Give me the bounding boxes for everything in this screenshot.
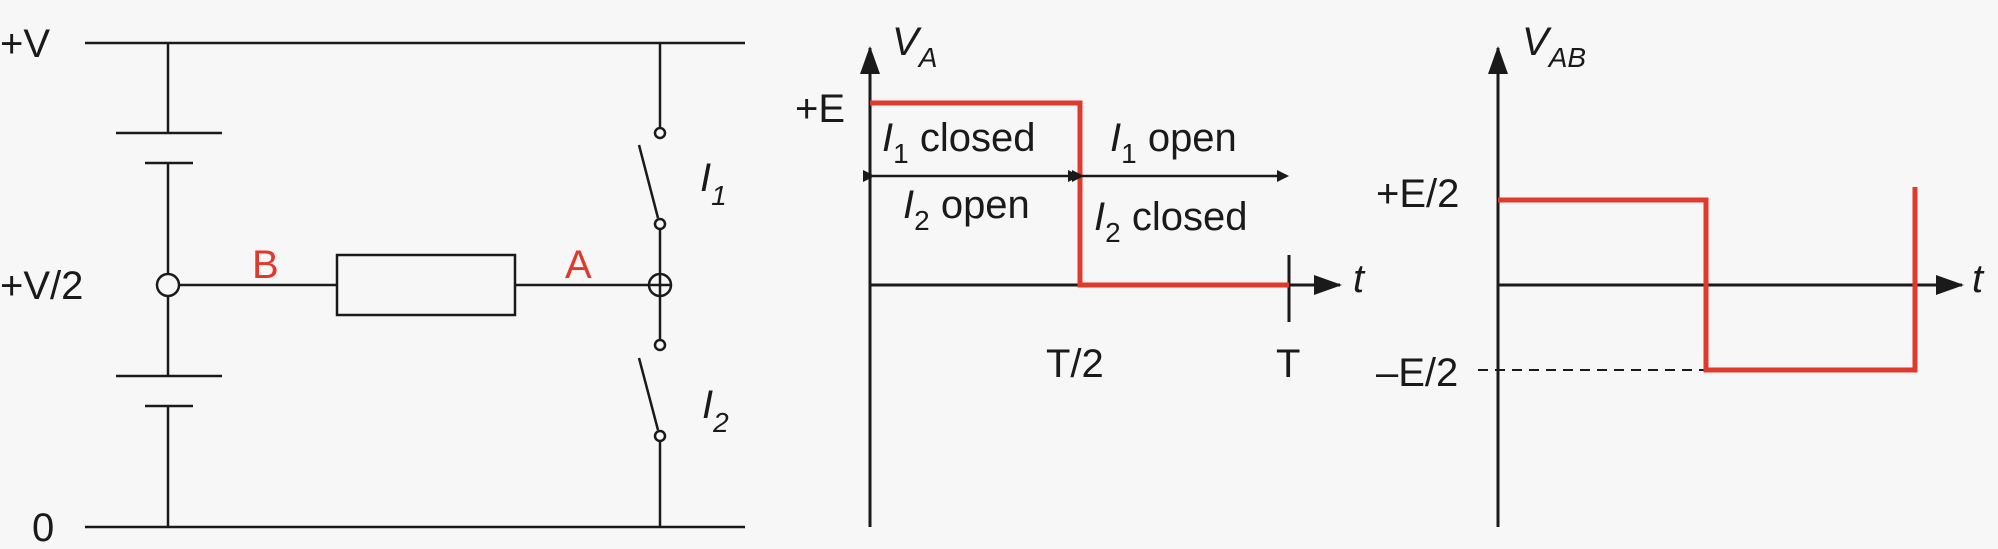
va-second-half-top-state: I1 open <box>1110 116 1237 169</box>
half-bridge-circuit: +V 0 +V/2 B A <box>0 22 745 549</box>
load-resistor <box>335 253 517 317</box>
vab-waveform-graph: VAB t +E/2 –E/2 <box>1376 20 1985 527</box>
va-period-label: T <box>1276 342 1300 386</box>
switch-column <box>637 43 673 527</box>
rail-top-label: +V <box>0 22 50 66</box>
va-half-period-label: T/2 <box>1046 342 1104 386</box>
switch1-top-contact <box>653 126 667 140</box>
rail-bottom-label: 0 <box>32 506 54 549</box>
vab-positive-level-label: +E/2 <box>1376 172 1459 216</box>
switch2-label: I2 <box>702 383 729 438</box>
va-square-wave <box>870 100 1289 288</box>
vab-time-label: t <box>1972 257 1985 301</box>
switch1-label: I1 <box>700 156 727 211</box>
switch2-top-contact <box>653 338 667 352</box>
vab-negative-level-label: –E/2 <box>1376 351 1458 395</box>
switch1-blade <box>637 144 660 219</box>
rail-mid-label: +V/2 <box>0 264 83 308</box>
va-second-half-bottom-state: I2 closed <box>1094 195 1247 248</box>
capacitor-divider <box>116 43 222 527</box>
va-time-label: t <box>1353 257 1366 301</box>
node-a-label: A <box>565 243 592 287</box>
vab-axis-label: VAB <box>1522 20 1586 73</box>
vab-square-wave <box>1498 187 1918 373</box>
switch1-bottom-contact <box>653 217 667 231</box>
node-b-label: B <box>252 243 279 287</box>
va-first-half-bottom-state: I2 open <box>903 183 1030 236</box>
va-first-half-top-state: I1 closed <box>882 116 1035 169</box>
va-axis-label: VA <box>892 20 937 73</box>
midpoint-node-b <box>155 272 181 298</box>
va-level-label: +E <box>795 87 845 131</box>
va-waveform-graph: VA t +E T/2 T I1 closed I2 open I1 open … <box>795 20 1366 527</box>
switch2-blade <box>637 357 660 431</box>
switch2-bottom-contact <box>653 429 667 443</box>
